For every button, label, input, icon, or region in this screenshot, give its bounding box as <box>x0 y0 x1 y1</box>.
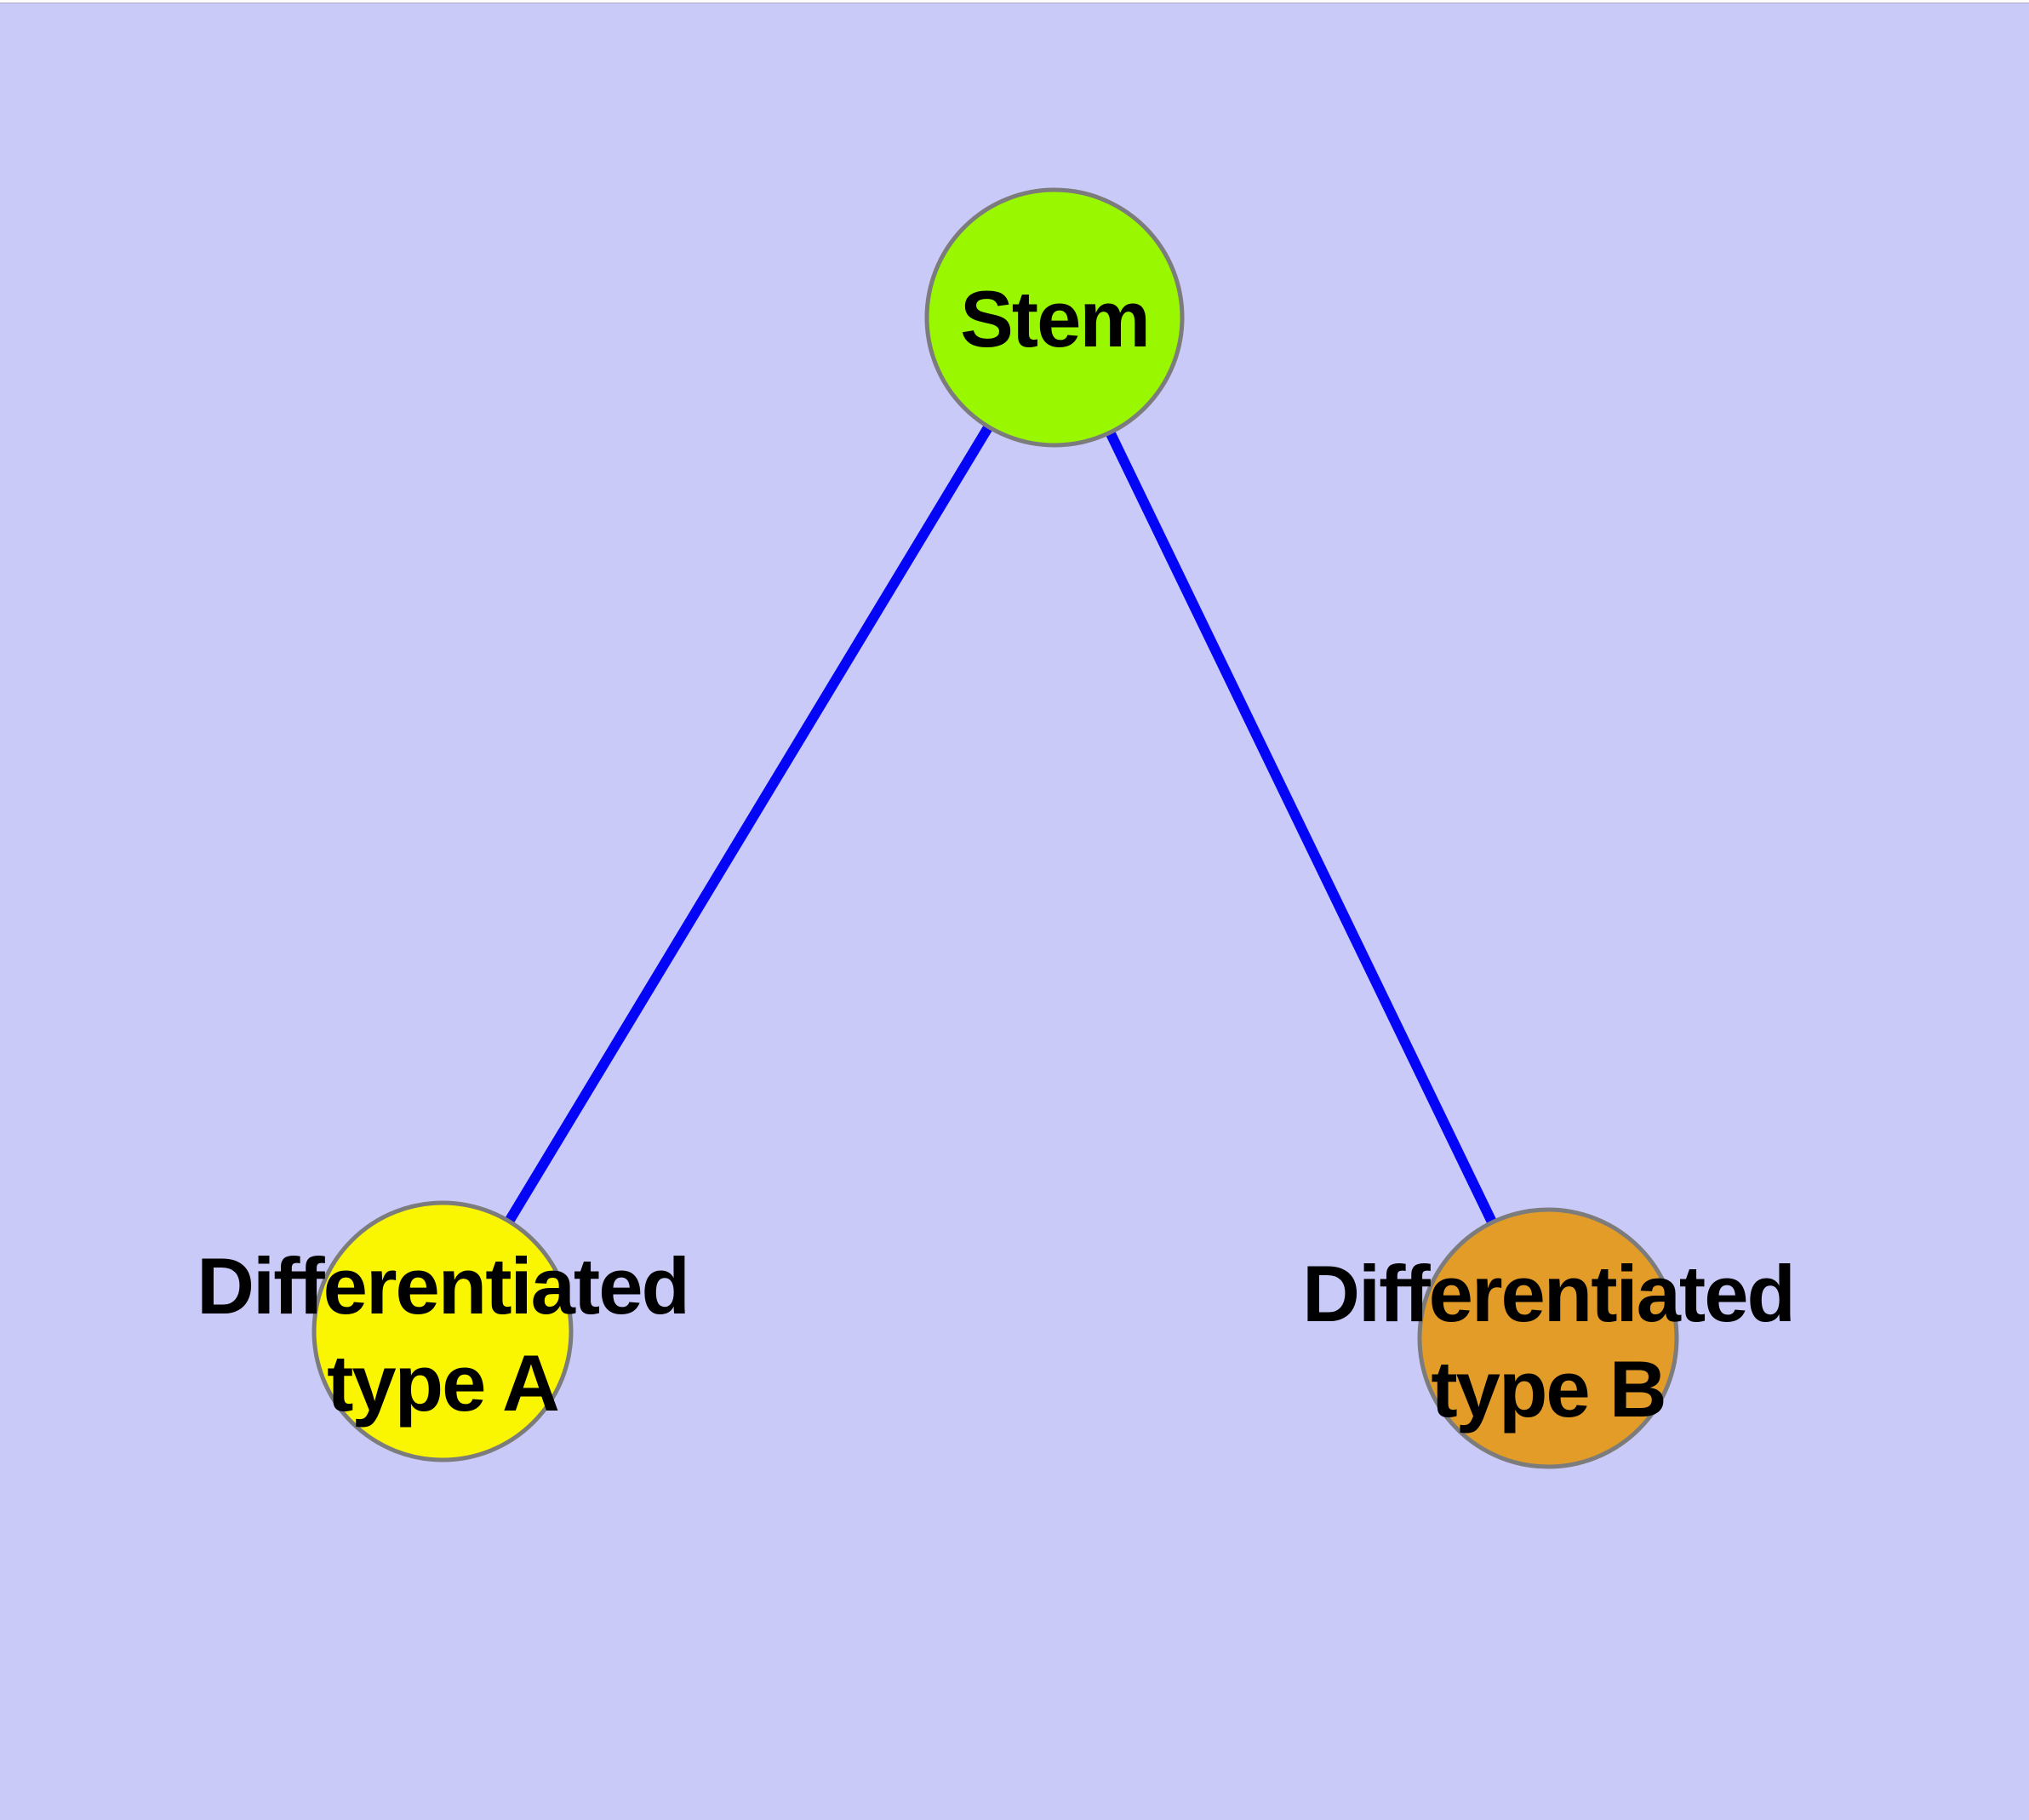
node-label-differentiated-type-b-line-2: type B <box>1431 1344 1665 1434</box>
node-circle-differentiated-type-a[interactable] <box>311 1200 574 1462</box>
edge-stem-to-differentiated-type-a <box>437 314 1060 1335</box>
node-label-differentiated-type-a-line-1: Differentiated <box>197 1241 689 1331</box>
node-circle-differentiated-type-b[interactable] <box>1417 1207 1679 1469</box>
edges-layer <box>437 314 1553 1341</box>
node-label-differentiated-type-b-line-1: Differentiated <box>1302 1249 1794 1338</box>
node-label-stem-line-1: Stem <box>960 274 1149 363</box>
edge-stem-to-differentiated-type-b <box>1049 315 1553 1341</box>
node-circle-stem[interactable] <box>924 187 1185 448</box>
node-stem: Stem <box>924 187 1185 448</box>
node-label-differentiated-type-a-line-2: type A <box>327 1338 558 1428</box>
window-top-edge <box>0 0 2029 3</box>
